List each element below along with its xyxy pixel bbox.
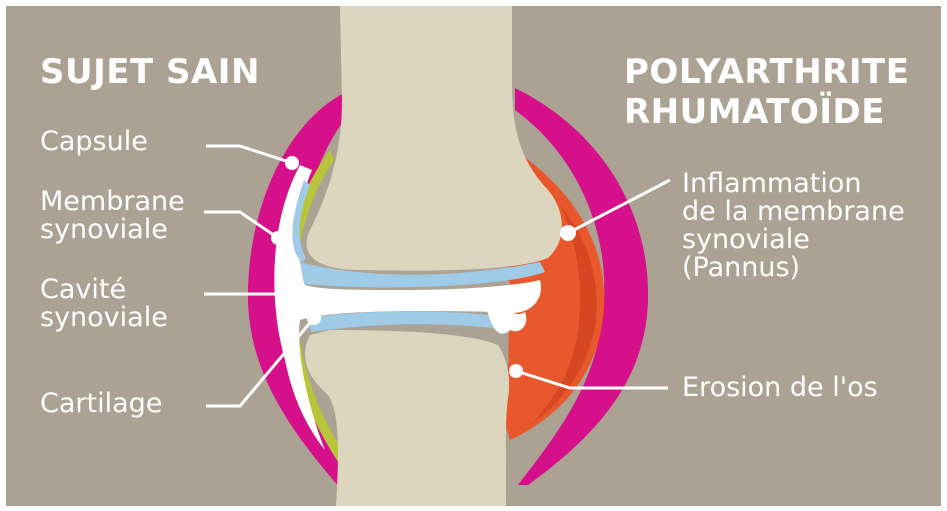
label-erosion: Erosion de l'os [682, 374, 878, 402]
erosion-dot [509, 364, 523, 378]
label-cavity: Cavité synoviale [40, 276, 168, 332]
right-heading: POLYARTHRITE RHUMATOÏDE [624, 52, 909, 132]
inflammation-dot [560, 225, 576, 241]
cavity-dot [288, 286, 304, 302]
label-inflammation: Inflammation de la membrane synoviale (P… [682, 170, 905, 282]
left-heading: SUJET SAIN [40, 52, 260, 92]
label-cartilage: Cartilage [40, 390, 162, 418]
membrane-dot [271, 231, 285, 245]
capsule-dot [285, 156, 299, 170]
label-membrane: Membrane synoviale [40, 188, 185, 244]
cartilage-dot [307, 311, 321, 325]
label-capsule: Capsule [40, 128, 148, 156]
